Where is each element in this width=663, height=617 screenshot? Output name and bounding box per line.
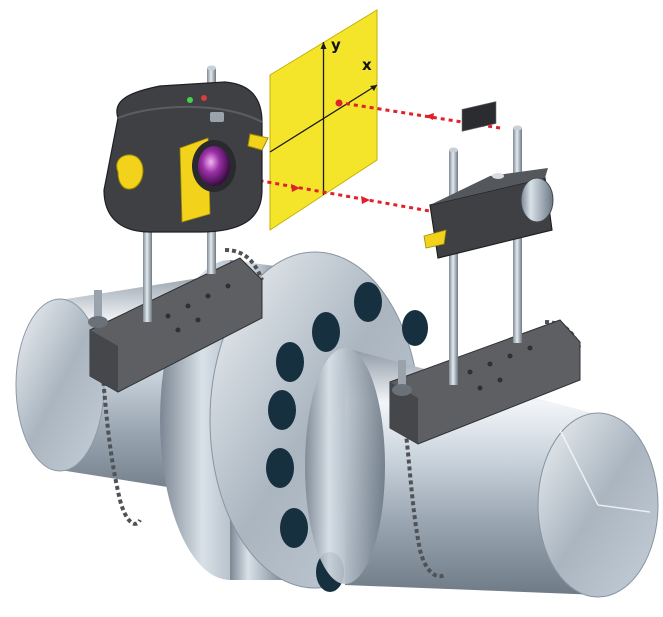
target-y-label: y bbox=[331, 36, 341, 54]
laser-lens bbox=[198, 146, 230, 186]
target-plate: y x bbox=[269, 9, 378, 231]
target-x-axis bbox=[269, 84, 378, 153]
laser-impact-dot bbox=[335, 99, 343, 107]
status-led-red bbox=[201, 95, 207, 101]
detector-sensor-cap bbox=[520, 177, 554, 223]
target-x-label: x bbox=[362, 56, 372, 74]
chain-bracket-right bbox=[389, 319, 582, 579]
detector-unit bbox=[423, 101, 554, 259]
status-led-green bbox=[187, 97, 193, 103]
laser-emitter-unit bbox=[103, 81, 269, 233]
chain-bracket-left bbox=[88, 248, 264, 526]
laser-arrows bbox=[291, 113, 434, 204]
detector-yellow-knob bbox=[423, 229, 447, 249]
adjust-knob-right bbox=[247, 133, 269, 151]
adjust-knob-left bbox=[116, 154, 144, 190]
